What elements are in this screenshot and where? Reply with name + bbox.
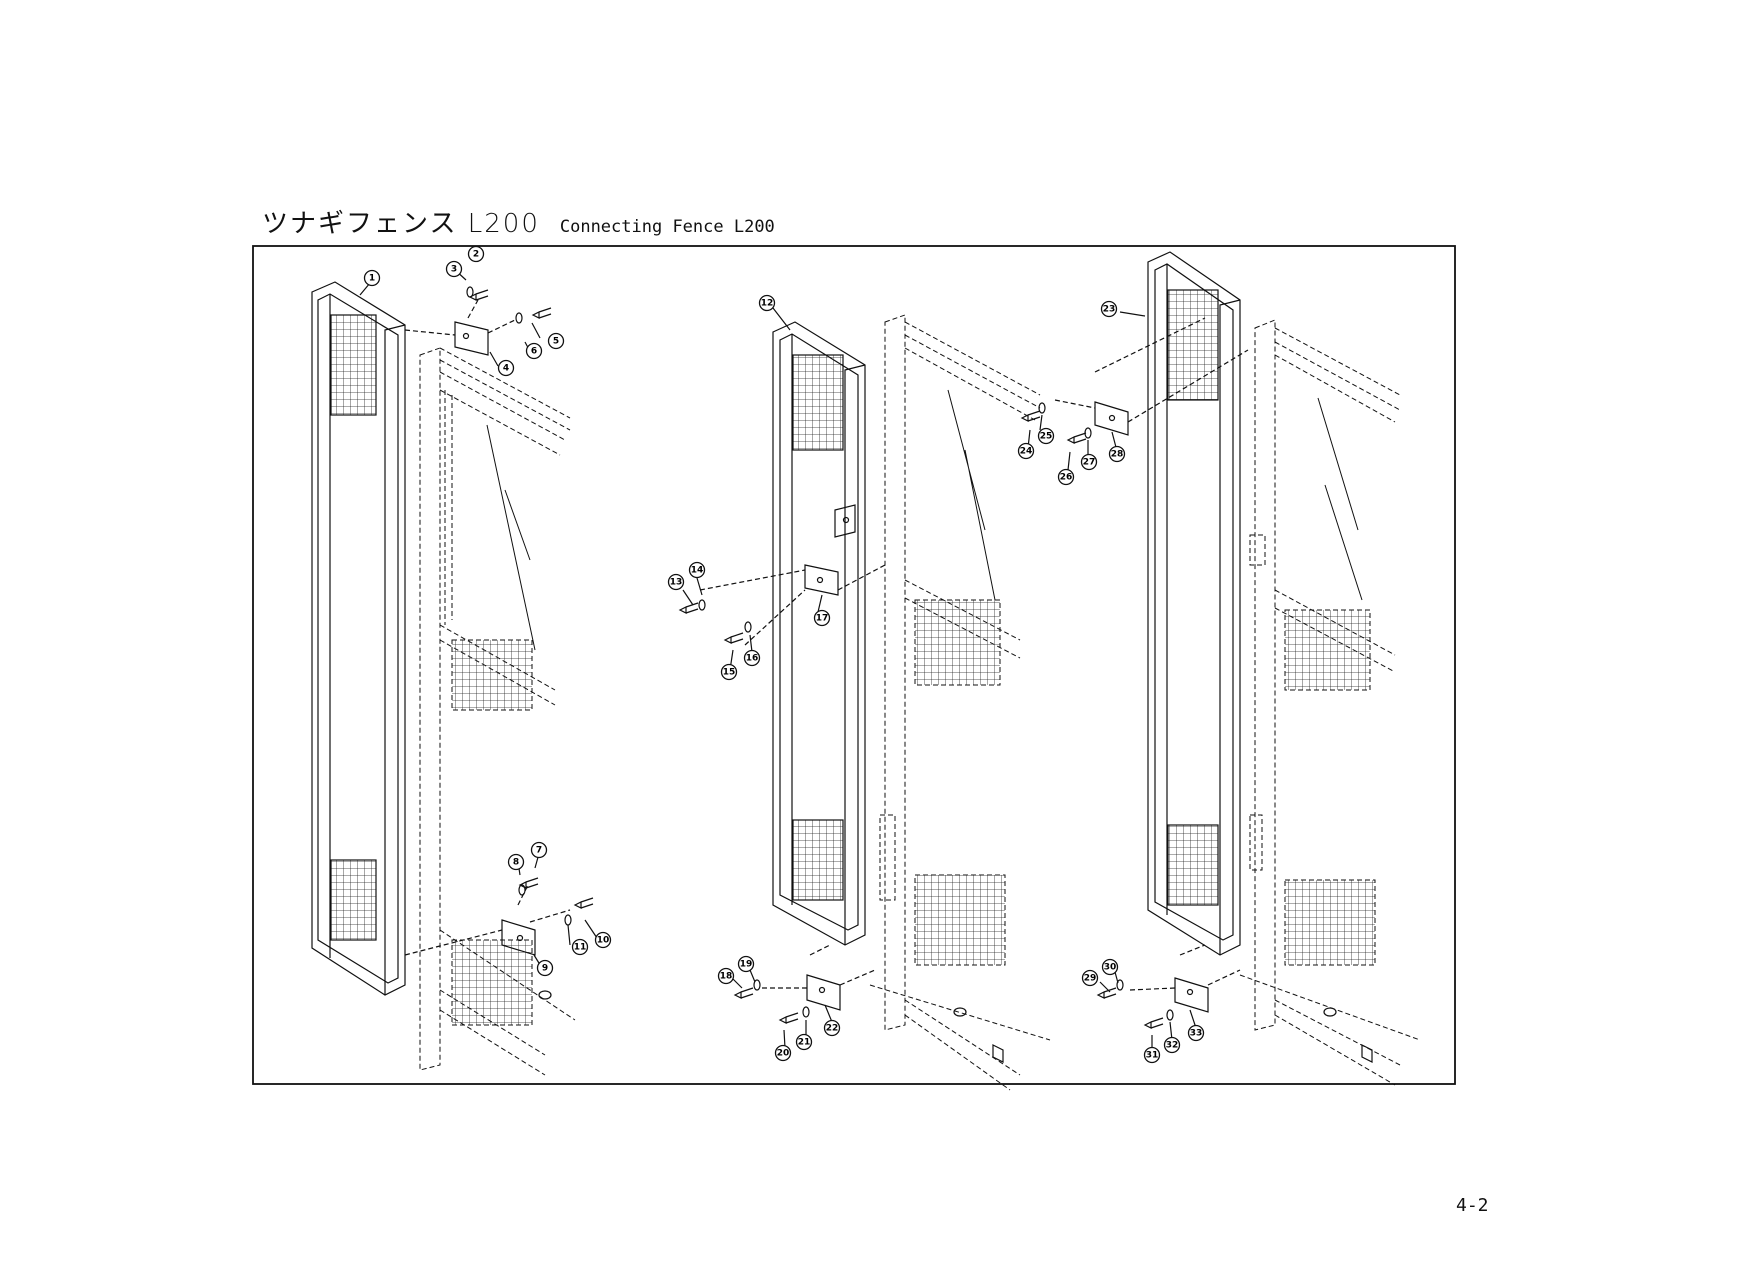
callout-9: 9 — [538, 961, 553, 976]
callout-10: 10 — [596, 933, 611, 948]
callout-number: 23 — [1103, 305, 1116, 315]
callout-number: 10 — [597, 936, 610, 946]
callout-33: 33 — [1189, 1026, 1204, 1041]
callout-number: 22 — [826, 1024, 839, 1034]
callout-5: 5 — [549, 334, 564, 349]
callout-2: 2 — [469, 247, 484, 262]
callout-number: 4 — [503, 364, 509, 374]
callout-17: 17 — [815, 611, 830, 626]
callout-number: 3 — [451, 265, 457, 275]
callout-32: 32 — [1165, 1038, 1180, 1053]
callout-26: 26 — [1059, 470, 1074, 485]
callout-8: 8 — [509, 855, 524, 870]
callout-number: 18 — [720, 972, 733, 982]
callout-3: 3 — [447, 262, 462, 277]
callout-number: 14 — [691, 566, 704, 576]
callout-number: 26 — [1060, 473, 1073, 483]
callout-number: 17 — [816, 614, 829, 624]
middle-assembly — [680, 308, 1050, 1090]
callout-27: 27 — [1082, 455, 1097, 470]
callout-22: 22 — [825, 1021, 840, 1036]
callout-24: 24 — [1019, 444, 1034, 459]
callout-number: 27 — [1083, 458, 1096, 468]
callout-15: 15 — [722, 665, 737, 680]
callout-number: 5 — [553, 337, 559, 347]
callout-number: 24 — [1020, 447, 1033, 457]
callout-number: 33 — [1190, 1029, 1203, 1039]
callout-29: 29 — [1083, 971, 1098, 986]
callout-25: 25 — [1039, 429, 1054, 444]
callout-number: 31 — [1146, 1051, 1159, 1061]
callout-number: 30 — [1104, 963, 1117, 973]
callout-number: 21 — [798, 1038, 811, 1048]
callout-number: 16 — [746, 654, 759, 664]
callout-19: 19 — [739, 957, 754, 972]
callout-number: 19 — [740, 960, 753, 970]
callout-14: 14 — [690, 563, 705, 578]
callout-number: 7 — [536, 846, 542, 856]
callout-1: 1 — [365, 271, 380, 286]
callout-18: 18 — [719, 969, 734, 984]
callout-13: 13 — [669, 575, 684, 590]
callout-number: 9 — [542, 964, 548, 974]
callout-6: 6 — [527, 344, 542, 359]
callout-number: 6 — [531, 347, 537, 357]
callout-number: 8 — [513, 858, 519, 868]
callout-number: 1 — [369, 274, 375, 284]
right-assembly — [1022, 252, 1420, 1085]
callout-30: 30 — [1103, 960, 1118, 975]
callout-11: 11 — [573, 940, 588, 955]
callout-20: 20 — [776, 1046, 791, 1061]
callout-number: 2 — [473, 250, 479, 260]
callout-28: 28 — [1110, 447, 1125, 462]
callout-4: 4 — [499, 361, 514, 376]
callout-12: 12 — [760, 296, 775, 311]
callout-number: 20 — [777, 1049, 790, 1059]
callout-16: 16 — [745, 651, 760, 666]
callout-7: 7 — [532, 843, 547, 858]
callout-number: 32 — [1166, 1041, 1179, 1051]
callout-number: 25 — [1040, 432, 1053, 442]
callout-number: 28 — [1111, 450, 1124, 460]
page-number: 4-2 — [1456, 1195, 1489, 1216]
callout-number: 15 — [723, 668, 736, 678]
callout-23: 23 — [1102, 302, 1117, 317]
callout-number: 13 — [670, 578, 683, 588]
callout-number: 29 — [1084, 974, 1097, 984]
callout-21: 21 — [797, 1035, 812, 1050]
callout-number: 11 — [574, 943, 587, 953]
left-assembly — [312, 254, 597, 1075]
callout-31: 31 — [1145, 1048, 1160, 1063]
callout-number: 12 — [761, 299, 774, 309]
